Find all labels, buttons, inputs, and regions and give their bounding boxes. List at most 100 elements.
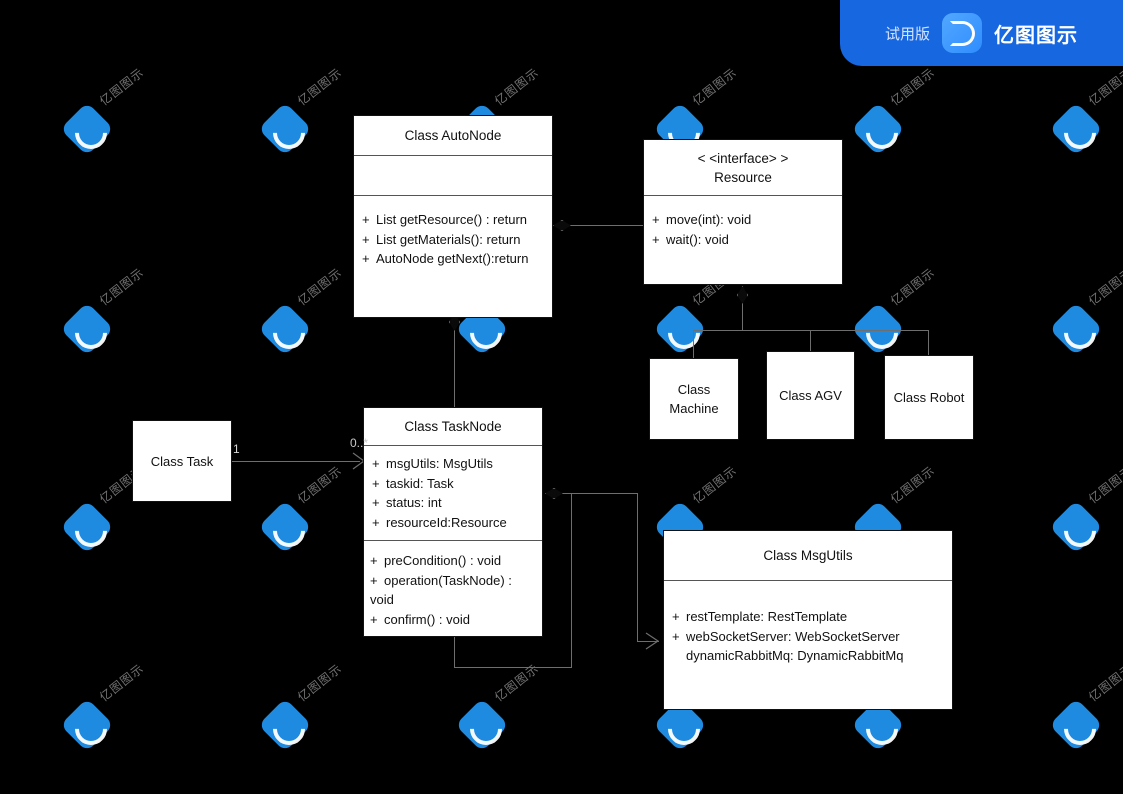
member-text: List getMaterials(): return [376,231,521,247]
watermark-text: 亿图图示 [1085,265,1123,309]
watermark-text: 亿图图示 [887,463,938,507]
watermark-edraw-logo-icon: 亿图图示 [258,265,352,356]
class-box-robot[interactable]: Class Robot [884,355,974,440]
watermark-glyph [266,310,312,356]
watermark-glyph [463,706,509,752]
member-row: +wait(): void [652,230,838,250]
class-box-resource[interactable]: < <interface> > Resource +move(int): voi… [643,139,843,285]
member-row: + confirm() : void [370,610,538,630]
watermark-text: 亿图图示 [96,265,147,309]
watermark-glyph [68,706,114,752]
watermark-glyph [859,110,905,156]
member-row: +operation(TaskNode) : void [370,571,538,610]
connector-tasknode-loop-v-right [571,493,572,668]
watermark-edraw-logo-icon: 亿图图示 [851,265,945,356]
watermark-text: 亿图图示 [491,65,542,109]
member-row: + List getResource() : return [362,210,548,230]
member-text: restTemplate: RestTemplate [686,609,848,624]
watermark-text: 亿图图示 [96,65,147,109]
watermark-text: 亿图图示 [1085,463,1123,507]
watermark-glyph [266,110,312,156]
watermark-glyph [661,706,707,752]
member-row: dynamicRabbitMq: DynamicRabbitMq [672,646,948,666]
watermark-badge [653,302,707,356]
watermark-edraw-logo-icon: 亿图图示 [1049,65,1123,156]
watermark-badge [258,302,312,356]
class-box-agv[interactable]: Class AGV [766,351,855,440]
watermark-edraw-logo-icon: 亿图图示 [1049,661,1123,752]
class-box-machine[interactable]: Class Machine [649,358,739,440]
class-box-msgutils[interactable]: Class MsgUtils +restTemplate: RestTempla… [663,530,953,710]
member-text: webSocketServer: WebSocketServer [686,628,900,644]
visibility: + [652,231,660,247]
visibility: + [370,553,378,568]
visibility: + [652,212,660,227]
member-text: AutoNode getNext():return [376,251,529,266]
watermark-text: 亿图图示 [294,265,345,309]
class-methods-tasknode: + preCondition() : void +operation(TaskNo… [364,540,542,637]
watermark-text: 亿图图示 [1085,65,1123,109]
watermark-edraw-logo-icon: 亿图图示 [60,65,154,156]
member-text: resourceId:Resource [386,514,507,530]
watermark-edraw-logo-icon: 亿图图示 [851,65,945,156]
class-title-task: Class Task [150,453,214,469]
watermark-badge [1049,302,1103,356]
aggregation-diamond-resource-subclasses [737,286,748,304]
connector-subclass-bus [693,330,929,331]
member-text: List getResource() : return [376,212,528,227]
watermark-badge [1049,698,1103,752]
watermark-badge [258,500,312,554]
class-title-machine: Class Machine [669,380,718,418]
watermark-badge [455,698,509,752]
connector-tasknode-msgutils-h2 [637,641,659,642]
member-text: preCondition() : void [384,553,502,568]
watermark-badge [60,698,114,752]
watermark-glyph [68,110,114,156]
visibility: + [370,572,378,588]
watermark-badge [1049,102,1103,156]
watermark-text: 亿图图示 [294,463,345,507]
watermark-edraw-logo-icon: 亿图图示 [258,661,352,752]
watermark-badge [1049,500,1103,554]
watermark-glyph [1057,310,1103,356]
visibility: + [672,609,680,624]
class-methods-resource: +move(int): void +wait(): void [644,195,842,259]
member-text: dynamicRabbitMq: DynamicRabbitMq [686,648,904,663]
visibility: + [370,611,378,627]
watermark-edraw-logo-icon: 亿图图示 [455,661,549,752]
watermark-glyph [859,310,905,356]
member-text: confirm() : void [384,611,470,627]
watermark-glyph [266,508,312,554]
watermark-text: 亿图图示 [294,661,345,705]
member-row: +taskid: Task [372,474,538,494]
visibility: + [672,628,680,644]
watermark-edraw-logo-icon: 亿图图示 [258,65,352,156]
member-row: + restTemplate: RestTemplate [672,607,948,627]
edraw-logo-icon [942,13,982,53]
trial-badge[interactable]: 试用版 亿图图示 [840,0,1123,66]
watermark-text: 亿图图示 [887,265,938,309]
aggregation-diamond-tasknode-msgutils [545,488,563,499]
class-name-line2: Machine [669,401,719,416]
watermark-badge [60,500,114,554]
class-title-agv: Class AGV [779,388,842,403]
visibility: + [372,514,380,530]
class-box-autonode[interactable]: Class AutoNode +List getResource() : ret… [353,115,553,318]
class-box-tasknode[interactable]: Class TaskNode +msgUtils: MsgUtils +task… [363,407,543,637]
watermark-text: 亿图图示 [1085,661,1123,705]
connector-resource-bus-stem [742,304,743,330]
member-row: +move(int): void [652,210,838,230]
class-box-task[interactable]: Class Task [132,420,232,502]
watermark-edraw-logo-icon: 亿图图示 [60,265,154,356]
member-text: taskid: Task [386,475,454,491]
brand-name: 亿图图示 [994,22,1078,47]
connector-autonode-tasknode-line [454,331,455,407]
watermark-glyph [1057,508,1103,554]
class-attributes-tasknode: +msgUtils: MsgUtils +taskid: Task +statu… [364,445,542,540]
watermark-edraw-logo-icon: 亿图图示 [1049,463,1123,554]
visibility: + [362,212,370,227]
visibility: + [372,495,380,510]
watermark-glyph [661,310,707,356]
member-row: +AutoNode getNext():return [362,249,548,269]
